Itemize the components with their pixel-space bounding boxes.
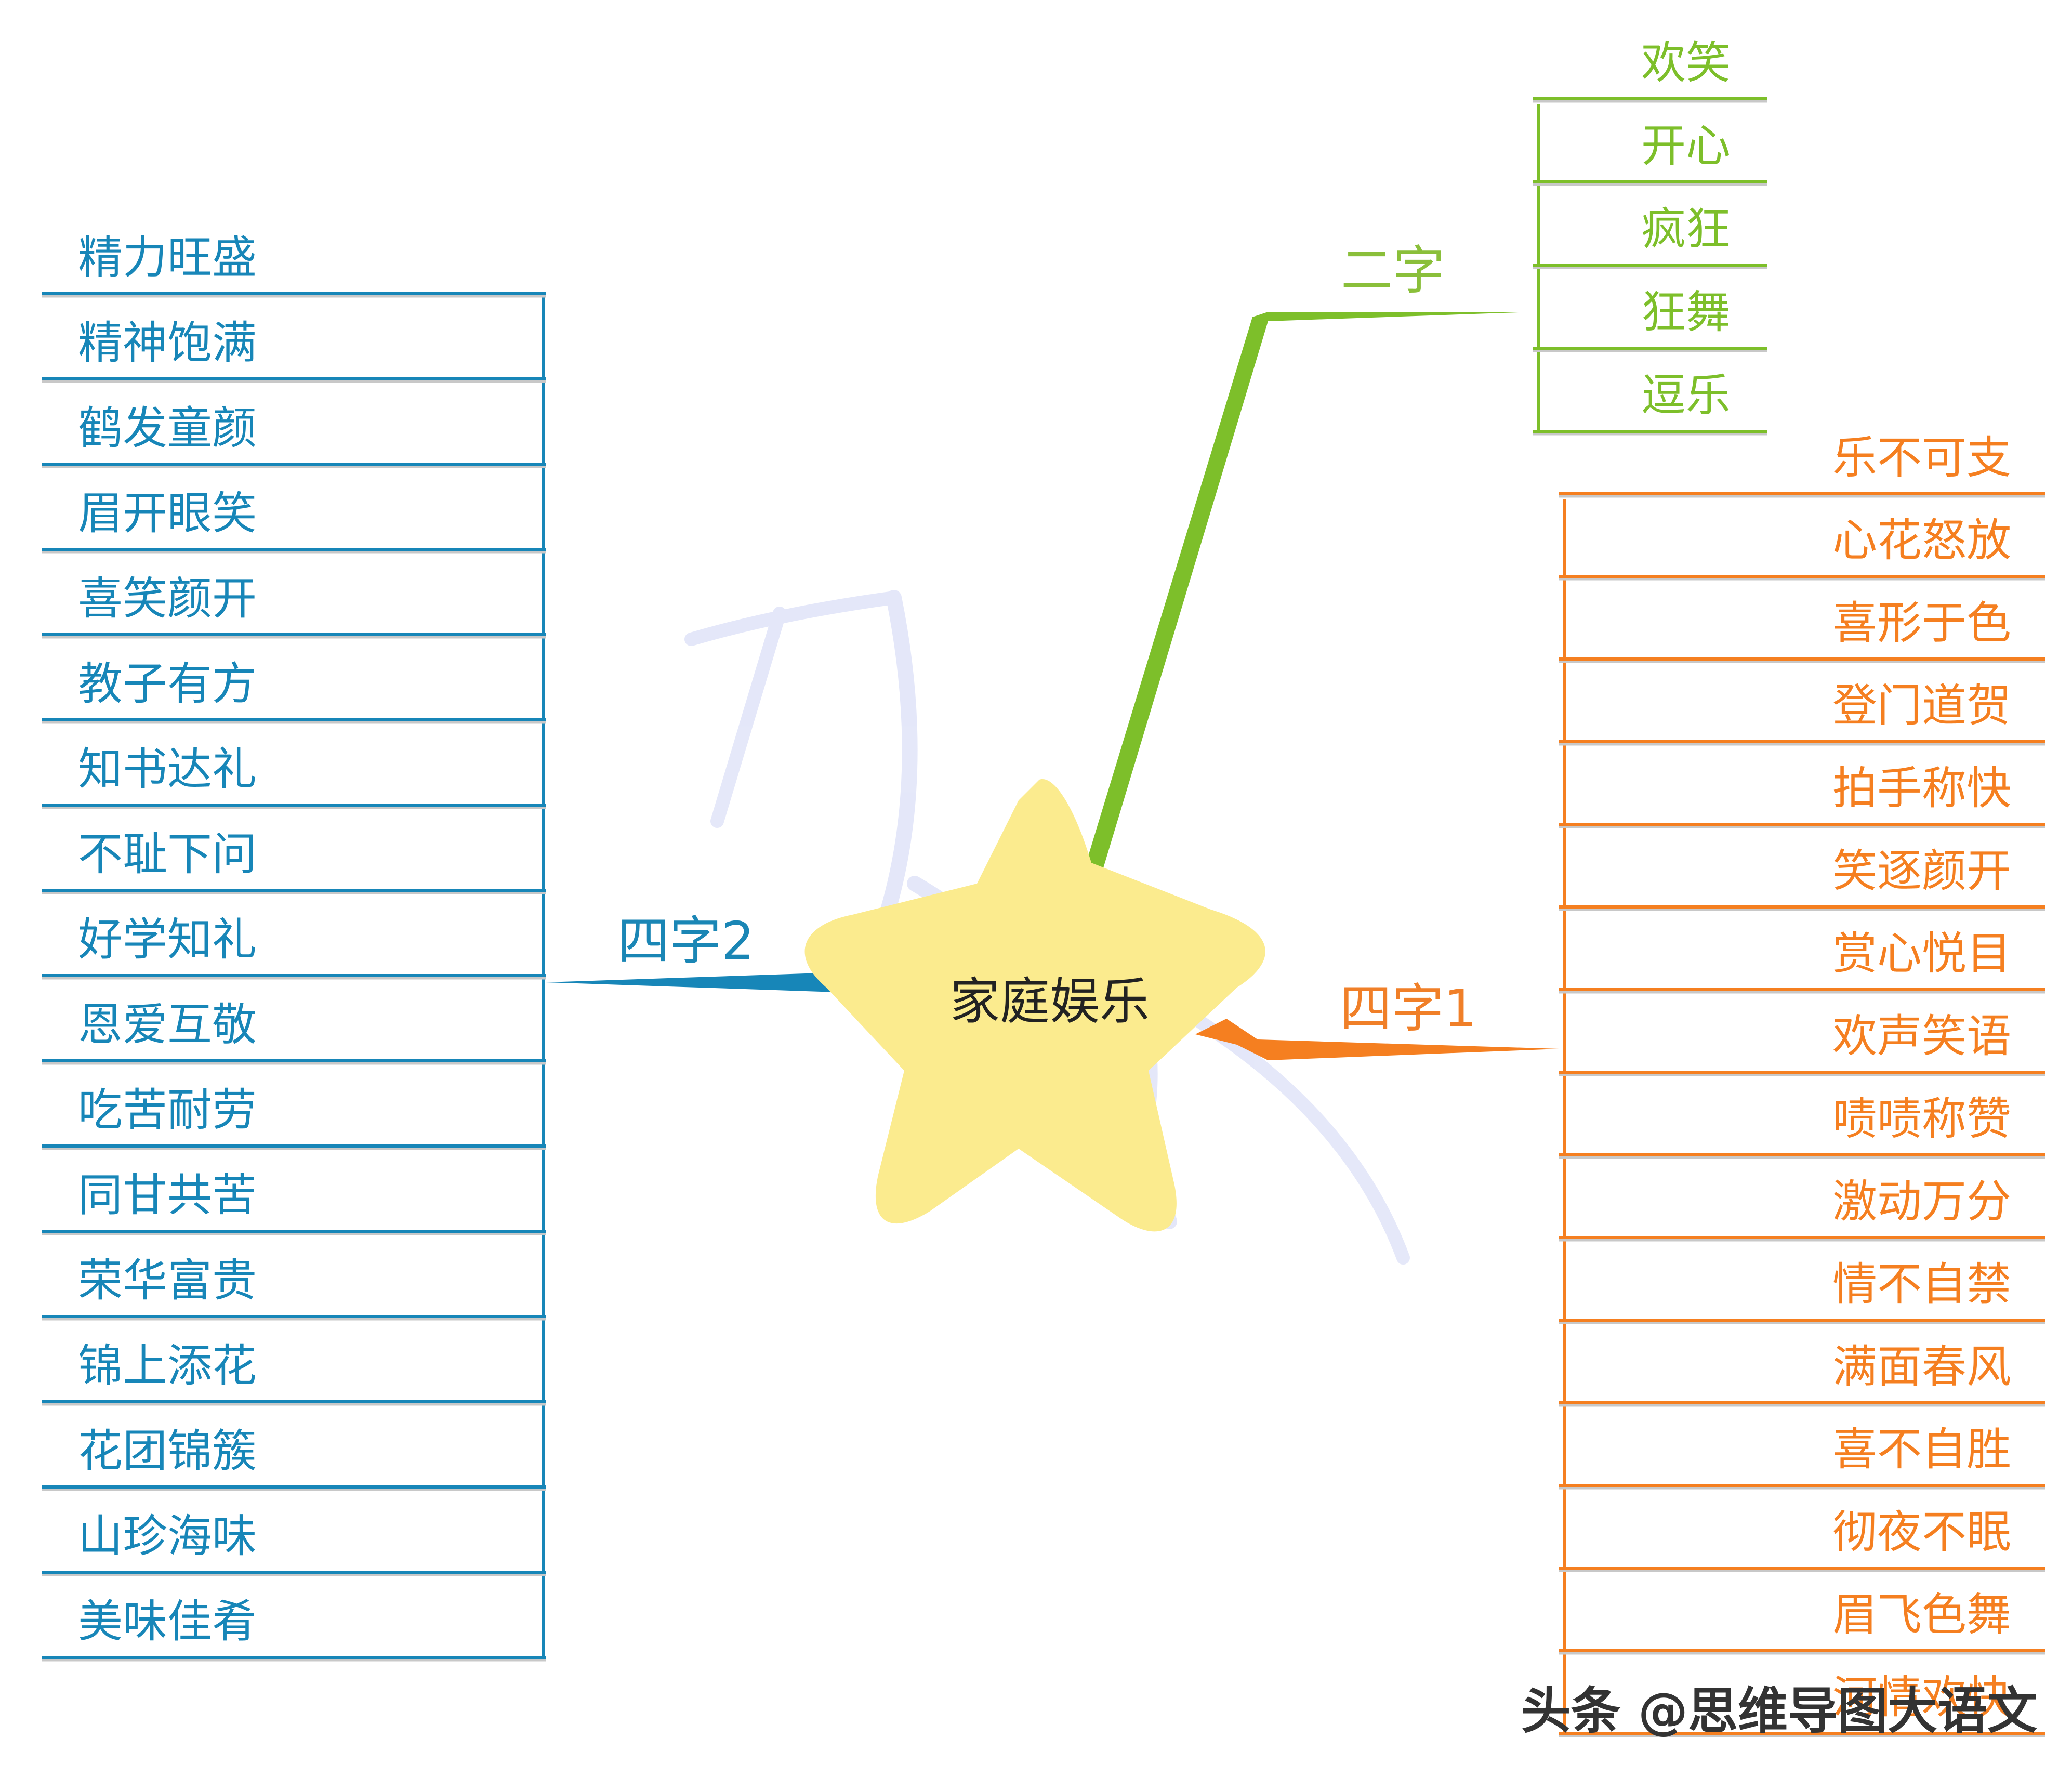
leaf-item[interactable]: 山珍海味 — [42, 1510, 546, 1576]
leaf-item[interactable]: 眉开眼笑 — [42, 488, 546, 554]
four-char-1-items: 乐不可支心花怒放喜形于色登门道贺拍手称快笑逐颜开赏心悦目欢声笑语啧啧称赞激动万分… — [1559, 432, 2045, 1737]
leaf-label: 同甘共苦 — [78, 1169, 257, 1221]
leaf-label: 欢声笑语 — [1832, 1010, 2011, 1062]
leaf-item[interactable]: 精神饱满 — [42, 317, 546, 383]
leaf-label: 恩爱互敬 — [78, 999, 257, 1051]
leaf-item[interactable]: 满面春风 — [1559, 1341, 2045, 1407]
leaf-label: 情不自禁 — [1832, 1258, 2011, 1310]
leaf-label: 精神饱满 — [78, 317, 257, 369]
leaf-item[interactable]: 眉飞色舞 — [1559, 1589, 2045, 1655]
leaf-label: 不耻下问 — [78, 828, 257, 880]
leaf-label: 激动万分 — [1832, 1176, 2011, 1228]
leaf-item[interactable]: 赏心悦目 — [1559, 928, 2045, 994]
leaf-item[interactable]: 花团锦簇 — [42, 1425, 546, 1491]
leaf-label: 眉飞色舞 — [1832, 1589, 2011, 1641]
leaf-item[interactable]: 喜笑颜开 — [42, 573, 546, 639]
leaf-item[interactable]: 欢笑 — [1533, 37, 1767, 103]
leaf-label: 好学知礼 — [78, 914, 257, 966]
leaf-item[interactable]: 喜形于色 — [1559, 597, 2045, 663]
leaf-label: 开心 — [1641, 120, 1731, 172]
branch-label-four-char-1[interactable]: 四字1 — [1340, 978, 1477, 1039]
leaf-label: 心花怒放 — [1832, 515, 2011, 567]
center-node[interactable]: 家庭娱乐 — [804, 779, 1265, 1232]
star-shape — [804, 779, 1265, 1232]
leaf-item[interactable]: 笑逐颜开 — [1559, 845, 2045, 911]
center-label: 家庭娱乐 — [950, 972, 1150, 1031]
leaf-label: 逗乐 — [1641, 370, 1731, 422]
leaf-label: 锦上添花 — [78, 1340, 257, 1392]
leaf-item[interactable]: 美味佳肴 — [42, 1596, 546, 1662]
leaf-label: 花团锦簇 — [78, 1425, 257, 1477]
leaf-label: 喜形于色 — [1832, 597, 2011, 649]
leaf-item[interactable]: 知书达礼 — [42, 743, 546, 809]
leaf-label: 满面春风 — [1832, 1341, 2011, 1393]
four-char-2-items: 精力旺盛精神饱满鹤发童颜眉开眼笑喜笑颜开教子有方知书达礼不耻下问好学知礼恩爱互敬… — [42, 232, 546, 1662]
leaf-label: 疯狂 — [1641, 203, 1731, 255]
leaf-label: 登门道贺 — [1832, 680, 2011, 732]
leaf-label: 精力旺盛 — [78, 232, 257, 284]
leaf-label: 狂舞 — [1641, 286, 1731, 338]
leaf-item[interactable]: 好学知礼 — [42, 914, 546, 980]
leaf-label: 山珍海味 — [78, 1510, 257, 1562]
leaf-label: 眉开眼笑 — [78, 488, 257, 539]
leaf-item[interactable]: 开心 — [1533, 120, 1767, 186]
leaf-item[interactable]: 激动万分 — [1559, 1176, 2045, 1242]
leaf-label: 欢笑 — [1641, 37, 1731, 89]
branch-label-four-char-2[interactable]: 四字2 — [617, 911, 755, 971]
branch-line-two-char — [1086, 312, 1533, 873]
leaf-label: 拍手称快 — [1832, 762, 2011, 814]
leaf-label: 知书达礼 — [78, 743, 257, 795]
leaf-item[interactable]: 喜不自胜 — [1559, 1424, 2045, 1490]
leaf-item[interactable]: 吃苦耐劳 — [42, 1084, 546, 1150]
leaf-label: 美味佳肴 — [78, 1596, 257, 1648]
branch-line-four-char-1 — [1195, 1019, 1559, 1060]
leaf-item[interactable]: 彻夜不眠 — [1559, 1506, 2045, 1572]
leaf-label: 荣华富贵 — [78, 1255, 257, 1307]
footer-watermark-text: 头条 @思维导图大语文 — [1521, 1682, 2037, 1740]
leaf-label: 教子有方 — [78, 658, 257, 710]
leaf-item[interactable]: 情不自禁 — [1559, 1258, 2045, 1324]
leaf-item[interactable]: 教子有方 — [42, 658, 546, 724]
leaf-label: 吃苦耐劳 — [78, 1084, 257, 1136]
leaf-item[interactable]: 河情欢快 — [1559, 1671, 2045, 1737]
leaf-label: 喜不自胜 — [1832, 1424, 2011, 1476]
leaf-label: 乐不可支 — [1832, 432, 2011, 484]
leaf-item[interactable]: 同甘共苦 — [42, 1169, 546, 1235]
leaf-label: 啧啧称赞 — [1832, 1093, 2011, 1145]
leaf-item[interactable]: 精力旺盛 — [42, 232, 546, 298]
leaf-item[interactable]: 啧啧称赞 — [1559, 1093, 2045, 1159]
leaf-item[interactable]: 心花怒放 — [1559, 515, 2045, 581]
leaf-item[interactable]: 拍手称快 — [1559, 762, 2045, 828]
leaf-item[interactable]: 锦上添花 — [42, 1340, 546, 1406]
leaf-item[interactable]: 不耻下问 — [42, 828, 546, 894]
leaf-label: 鹤发童颜 — [78, 402, 257, 454]
leaf-item[interactable]: 乐不可支 — [1559, 432, 2045, 498]
branch-label-two-char[interactable]: 二字 — [1341, 240, 1445, 301]
leaf-item[interactable]: 鹤发童颜 — [42, 402, 546, 468]
leaf-item[interactable]: 恩爱互敬 — [42, 999, 546, 1065]
leaf-label: 喜笑颜开 — [78, 573, 257, 625]
leaf-item[interactable]: 狂舞 — [1533, 286, 1767, 352]
leaf-item[interactable]: 登门道贺 — [1559, 680, 2045, 746]
leaf-label: 彻夜不眠 — [1832, 1506, 2011, 1558]
branch-line-four-char-2 — [546, 972, 852, 993]
leaf-item[interactable]: 疯狂 — [1533, 203, 1767, 269]
leaf-label: 赏心悦目 — [1832, 928, 2011, 980]
leaf-item[interactable]: 欢声笑语 — [1559, 1010, 2045, 1076]
leaf-label: 笑逐颜开 — [1832, 845, 2011, 897]
leaf-label: 河情欢快 — [1832, 1671, 2011, 1723]
leaf-item[interactable]: 逗乐 — [1533, 370, 1767, 436]
branch-connectors — [546, 312, 1559, 1060]
leaf-item[interactable]: 荣华富贵 — [42, 1255, 546, 1321]
